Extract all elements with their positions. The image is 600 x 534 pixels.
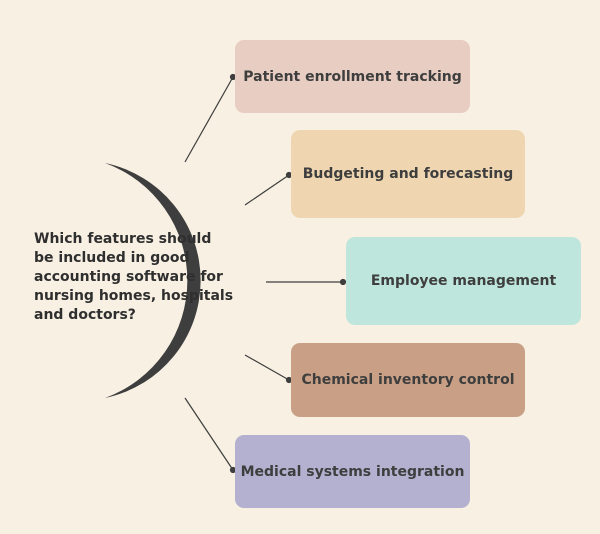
central-question: Which features should be included in goo… bbox=[34, 231, 234, 323]
crescent-shape bbox=[105, 163, 201, 398]
feature-box-budgeting: Budgeting and forecasting bbox=[291, 130, 525, 218]
feature-label: Employee management bbox=[370, 273, 557, 289]
feature-label: Patient enrollment tracking bbox=[243, 68, 462, 85]
feature-box-medical-systems: Medical systems integration bbox=[235, 435, 470, 508]
connector-line-5 bbox=[184, 397, 234, 471]
connector-dot-3 bbox=[339, 278, 347, 286]
feature-box-patient-enrollment: Patient enrollment tracking bbox=[235, 40, 470, 113]
feature-label: Chemical inventory control bbox=[301, 372, 515, 388]
feature-label: Medical systems integration bbox=[240, 463, 465, 480]
connector-line-1 bbox=[184, 76, 234, 163]
connector-line-2 bbox=[244, 174, 290, 206]
feature-box-employee-management: Employee management bbox=[346, 237, 581, 325]
connector-line-4 bbox=[244, 354, 290, 381]
feature-label: Budgeting and forecasting bbox=[302, 166, 514, 182]
feature-box-chemical-inventory: Chemical inventory control bbox=[291, 343, 525, 417]
